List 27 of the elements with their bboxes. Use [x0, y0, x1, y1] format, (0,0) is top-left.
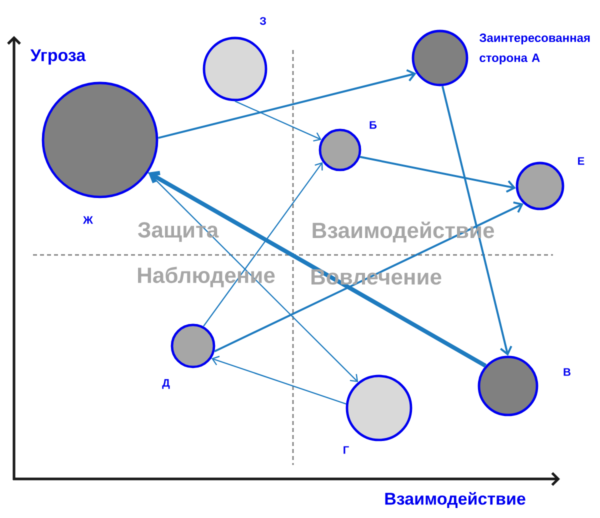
arrow [234, 100, 322, 142]
stakeholder-circle [516, 162, 564, 210]
stakeholder-circle [478, 356, 538, 416]
node-label: Д [162, 379, 170, 389]
arrow [148, 170, 487, 368]
stakeholder-circle [412, 30, 468, 86]
node-label: Г [344, 446, 349, 454]
arrow [148, 172, 358, 382]
arrow [441, 86, 512, 356]
stakeholder-circle [318, 128, 362, 172]
arrow [202, 162, 323, 327]
arrow [214, 201, 524, 352]
arrow [158, 69, 416, 139]
node-label: З [260, 17, 266, 25]
node-label: Е [578, 157, 584, 165]
node-label: В [564, 368, 570, 376]
node-label: Заинтересованная сторона А [479, 34, 590, 64]
stakeholder-circle [42, 82, 158, 198]
node-label: Б [370, 121, 377, 129]
stakeholder-circle [202, 36, 268, 102]
stakeholder-circle [170, 324, 216, 368]
arrow [360, 156, 516, 193]
arrow [211, 356, 346, 404]
stakeholder-circle [346, 374, 412, 442]
node-label: Ж [83, 216, 94, 224]
axis-label: Угроза [30, 49, 86, 65]
axis-label: Взаимодействие [385, 492, 526, 508]
